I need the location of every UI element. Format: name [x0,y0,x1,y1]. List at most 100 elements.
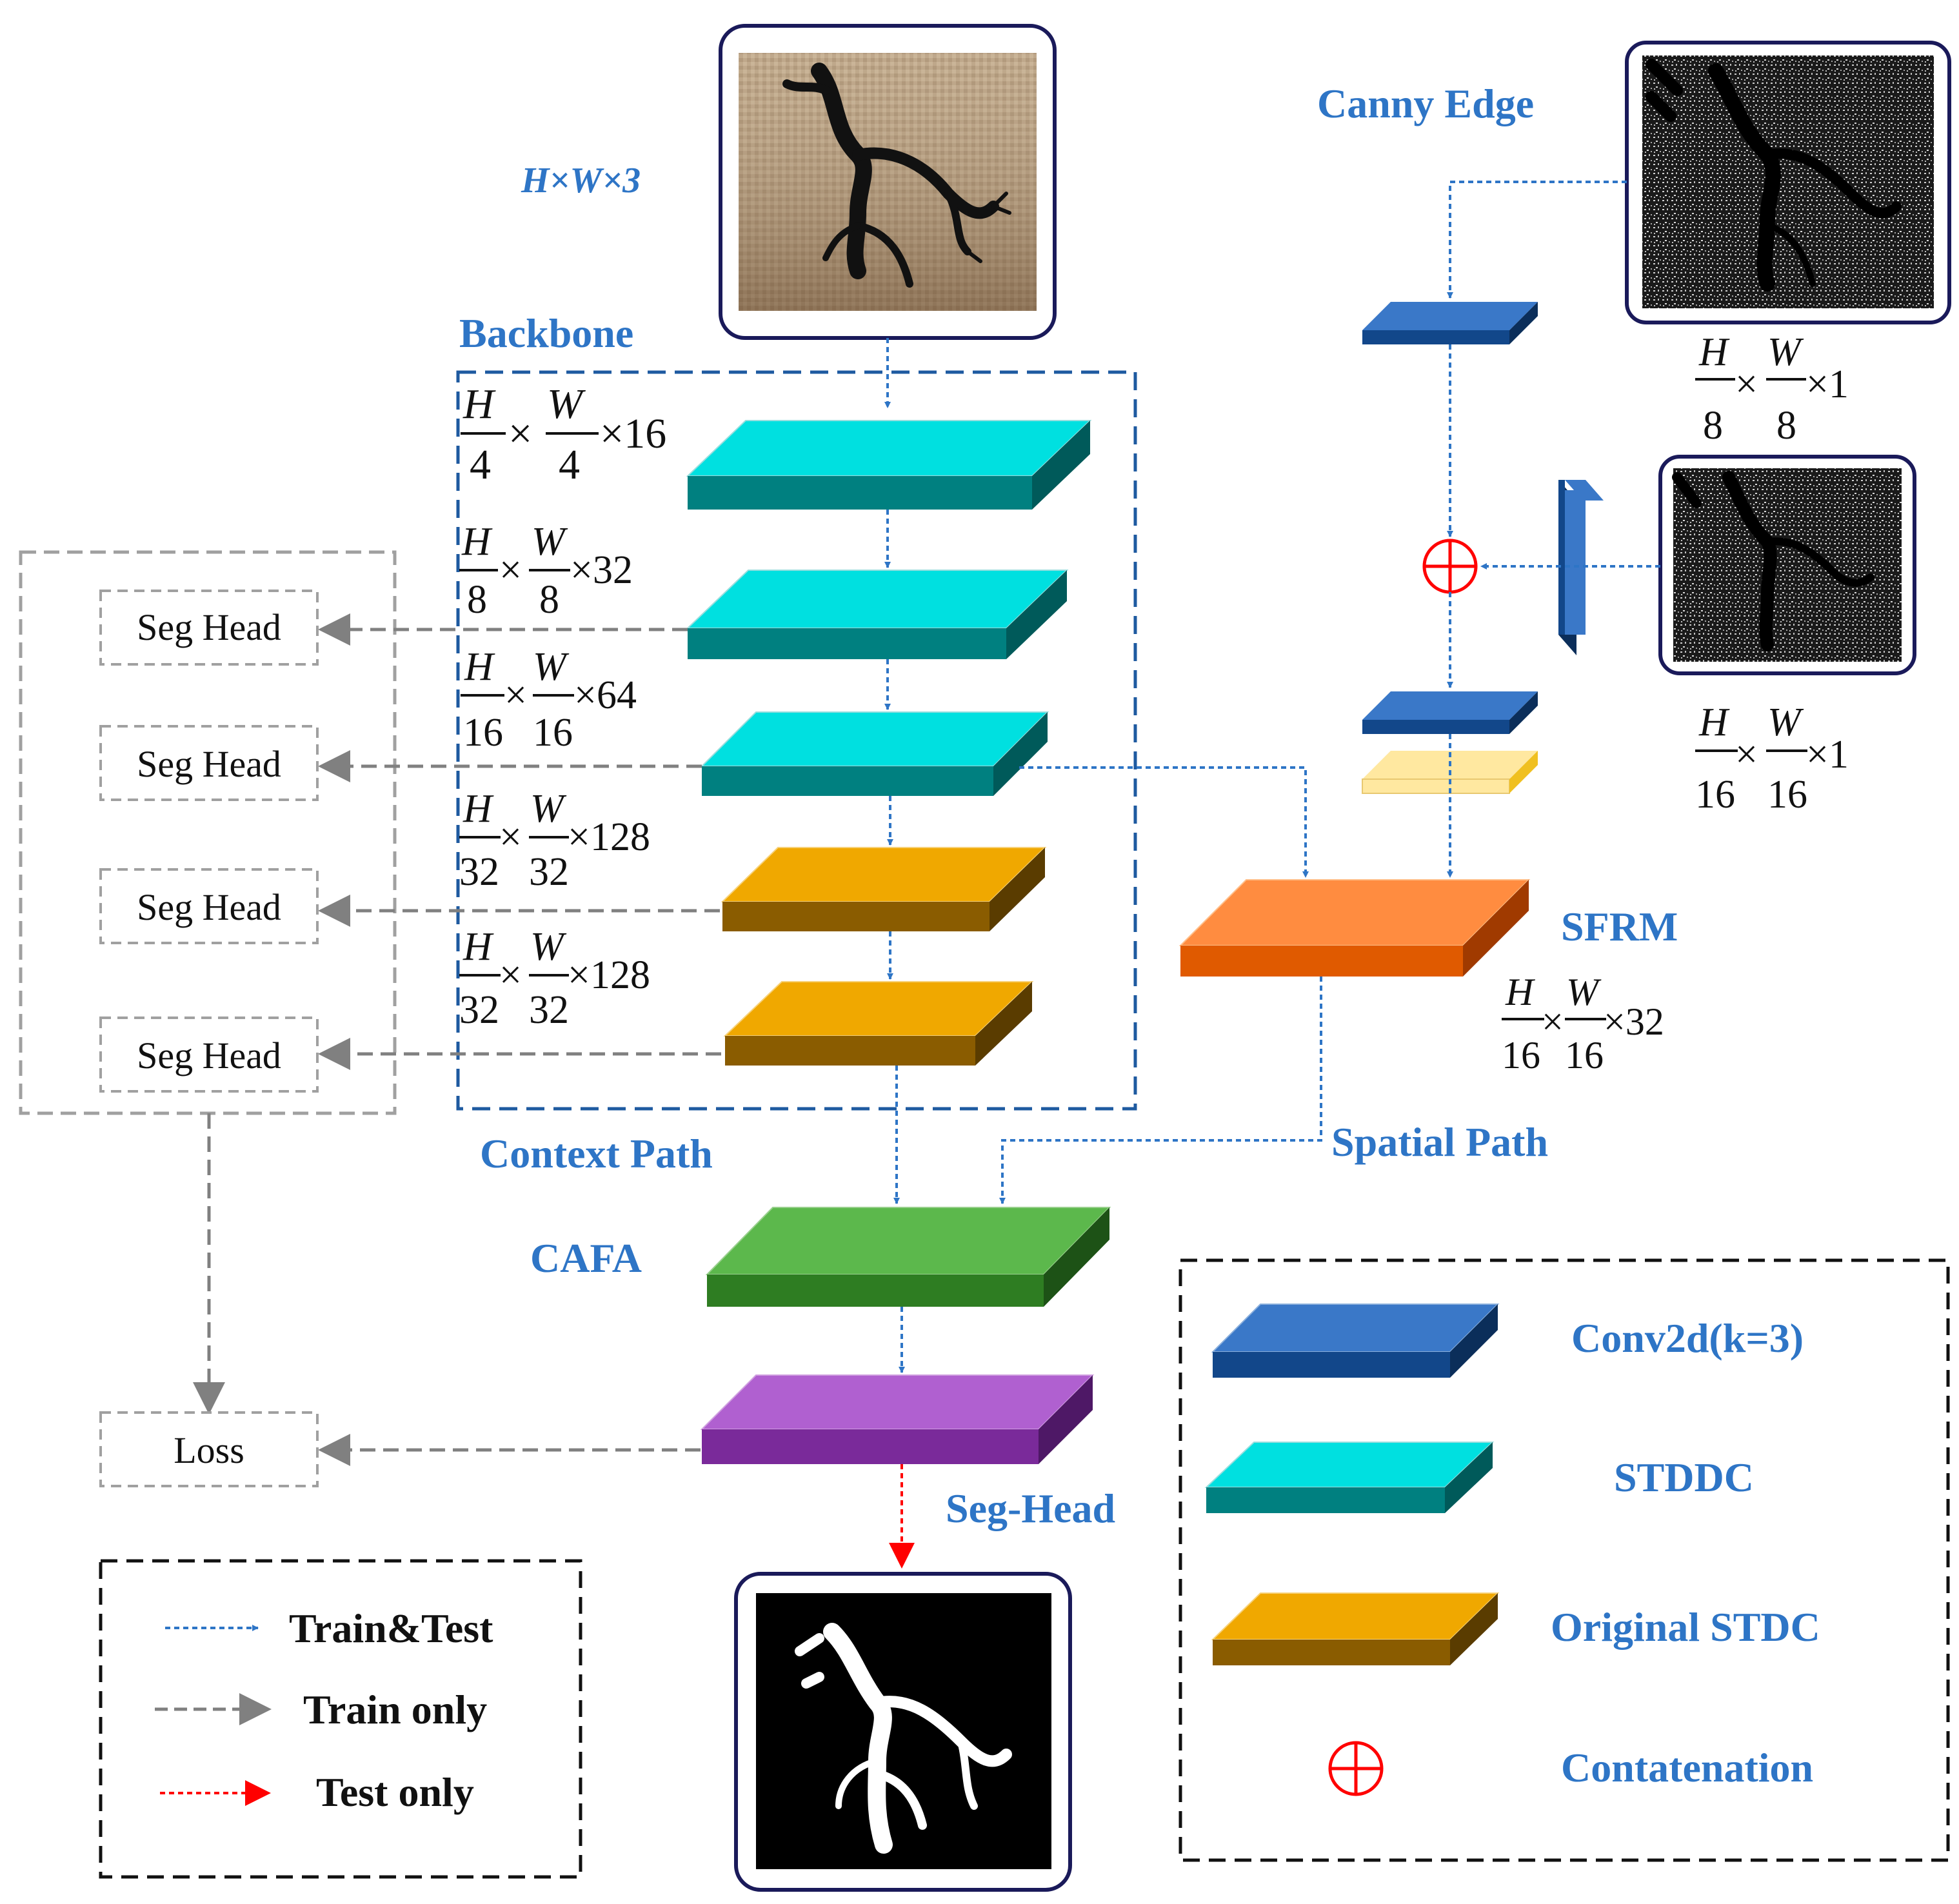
seg-head-box-2: Seg Head [99,725,319,801]
dim-channels: ×32 [570,548,633,592]
stage-dim-2: H 8 × W 8 ×32 [459,520,633,622]
conv-block-vertical [1558,480,1604,655]
output-mask-image [734,1572,1072,1892]
dim-den: 16 [1767,773,1807,817]
dim-den: 8 [1776,404,1796,448]
dim-num: H [461,520,493,564]
flow-legend-box [99,1559,582,1879]
block-legend-box [1178,1258,1950,1862]
times-symbol: × [508,410,532,457]
dim-den: 4 [559,441,580,488]
stddc-block-1 [686,420,1092,510]
dim-den: 16 [1695,773,1735,817]
dim-num: W [530,787,567,831]
times-symbol: × [504,673,527,717]
dim-den: 16 [1502,1034,1540,1076]
dim-num: H [1698,330,1730,374]
canny-edge-image-small [1658,455,1916,675]
seg-head-label-1: Seg Head [137,606,281,648]
backbone-box [456,370,1137,1111]
block-legend-label-conv: Conv2d(k=3) [1571,1315,1804,1361]
dim-channels: ×64 [574,673,637,717]
stdc-block-1 [721,847,1047,931]
times-symbol: × [499,548,522,592]
concatenation-symbol [1422,539,1478,594]
loss-box: Loss [99,1411,319,1487]
stage-dim-4: H 32 × W 32 ×128 [459,787,650,894]
sfrm-block [1178,879,1531,977]
conv-block-mid [1362,691,1538,734]
seg-head-box-1: Seg Head [99,590,319,666]
dim-num: W [547,381,586,428]
block-legend-stdc: Original STDC [1211,1592,1820,1665]
seg-head-box-4: Seg Head [99,1016,319,1093]
input-image [719,24,1057,340]
dim-channels: ×128 [568,953,650,997]
stddc-block-3 [700,711,1049,796]
block-legend-label-concat: Contatenation [1561,1745,1813,1790]
flow-legend-train-only: Train only [155,1687,487,1732]
dim-den: 16 [463,711,503,755]
dim-num: W [532,520,568,564]
dim-den: 8 [1703,404,1723,448]
block-legend-label-stddc: STDDC [1614,1454,1754,1500]
dim-den: 32 [459,850,499,894]
sfrm-dim: H 16 × W 16 ×32 [1502,971,1664,1076]
block-legend-concat: Contatenation [1328,1741,1813,1796]
flow-legend-test-only: Test only [160,1769,474,1815]
times-symbol: × [499,953,522,997]
flow-legend-train-test: Train&Test [165,1605,493,1651]
train-only-arrows [193,613,721,1466]
context-path-label: Context Path [480,1131,713,1176]
seg-head-block [700,1374,1095,1464]
times-symbol: × [1735,362,1758,406]
dim-den: 8 [467,578,487,622]
train-test-arrows [884,181,1660,1373]
dim-den: 16 [533,711,573,755]
seg-head-box-3: Seg Head [99,868,319,944]
stage-dim-1: H 4 × W 4 ×16 [461,381,666,488]
stdc-block-2 [723,981,1034,1066]
flow-legend-label-test-only: Test only [316,1769,474,1815]
canny-dim-2: H 16 × W 16 ×1 [1695,700,1849,817]
dim-num: H [462,787,494,831]
dim-channels: ×1 [1806,362,1849,406]
times-symbol: × [499,815,522,859]
stage-dim-3: H 16 × W 16 ×64 [461,645,637,755]
times-symbol: × [1735,733,1758,777]
cafa-label: CAFA [530,1235,642,1281]
seg-head-label-3: Seg Head [137,886,281,928]
times-symbol: × [1542,1000,1564,1043]
dim-channels: ×1 [1806,733,1849,777]
dim-num: H [464,645,495,689]
sfrm-label: SFRM [1561,904,1678,949]
concat-icon [1328,1741,1384,1796]
dim-channels: ×32 [1604,1000,1664,1043]
input-dim-label: H×W×3 [521,161,641,201]
dim-num: H [1698,700,1730,744]
dim-num: W [1566,971,1602,1013]
block-legend-label-stdc: Original STDC [1551,1604,1820,1650]
dim-num: H [1505,971,1536,1013]
dim-num: W [530,925,567,969]
dim-den: 8 [539,578,559,622]
dim-den: 32 [529,850,569,894]
canny-edge-label: Canny Edge [1317,81,1534,126]
stddc-block-2 [686,570,1069,659]
dim-num: H [462,925,494,969]
flow-legend-label-train-test: Train&Test [289,1605,493,1651]
conv-block-top [1362,302,1538,344]
dim-channels: ×128 [568,815,650,859]
canny-dim-1: H 8 × W 8 ×1 [1695,330,1849,448]
dim-den: 32 [529,988,569,1032]
seg-head-label-2: Seg Head [137,743,281,785]
backbone-label: Backbone [459,310,633,356]
flow-legend-label-train-only: Train only [303,1687,487,1732]
canny-edge-image-large [1625,41,1951,324]
dim-num: W [533,645,570,689]
stage-dim-5: H 32 × W 32 ×128 [459,925,650,1032]
dim-den: 16 [1565,1034,1604,1076]
spatial-path-label: Spatial Path [1331,1119,1548,1165]
dim-num: W [1767,330,1804,374]
